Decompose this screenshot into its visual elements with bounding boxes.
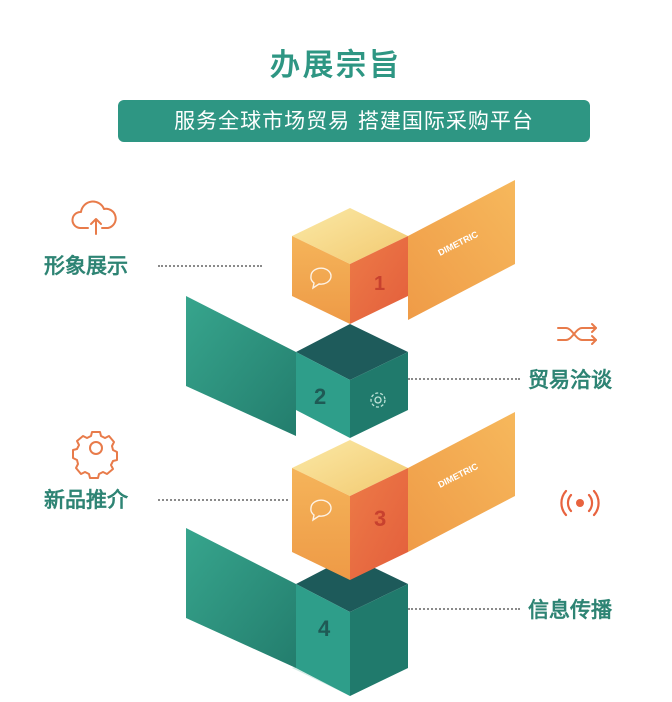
page-title: 办展宗旨 — [270, 48, 402, 83]
cube-number-2: 2 — [314, 384, 326, 409]
label-item-3: 新品推介 — [44, 488, 128, 512]
cloud-upload-icon — [71, 200, 117, 235]
gear-small-icon — [370, 392, 386, 408]
label-item-2: 贸易洽谈 — [528, 368, 612, 392]
leader-line-3 — [158, 499, 288, 501]
label-item-4: 信息传播 — [528, 598, 612, 622]
gear-icon — [72, 431, 118, 479]
shuffle-icon — [557, 323, 597, 345]
subtitle-banner: 服务全球市场贸易 搭建国际采购平台 — [118, 100, 590, 142]
speech-bubble-icon — [310, 499, 332, 522]
broadcast-icon — [560, 489, 600, 517]
flag-1 — [408, 180, 515, 320]
speech-bubble-icon — [310, 267, 332, 290]
cube-number-3: 3 — [374, 506, 386, 531]
flag-2 — [186, 296, 296, 436]
cube-number-1: 1 — [374, 273, 385, 295]
cube-number-4: 4 — [318, 616, 331, 641]
leader-line-1 — [158, 265, 262, 267]
flag-4 — [186, 528, 296, 668]
leader-line-2 — [408, 378, 520, 380]
label-item-1: 形象展示 — [44, 254, 128, 278]
leader-line-4 — [408, 608, 520, 610]
flag-3 — [408, 412, 515, 552]
